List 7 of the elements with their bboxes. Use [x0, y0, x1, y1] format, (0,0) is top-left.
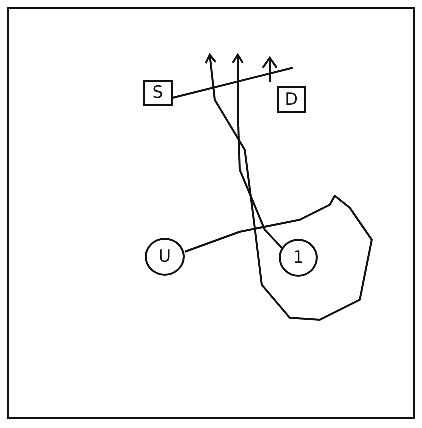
arrow — [184, 54, 373, 321]
circle-node: U — [145, 238, 185, 276]
line — [172, 67, 294, 99]
arrow — [232, 54, 283, 249]
process-box: D — [277, 86, 306, 113]
process-box: S — [143, 80, 173, 106]
circle-node: 1 — [279, 239, 318, 277]
